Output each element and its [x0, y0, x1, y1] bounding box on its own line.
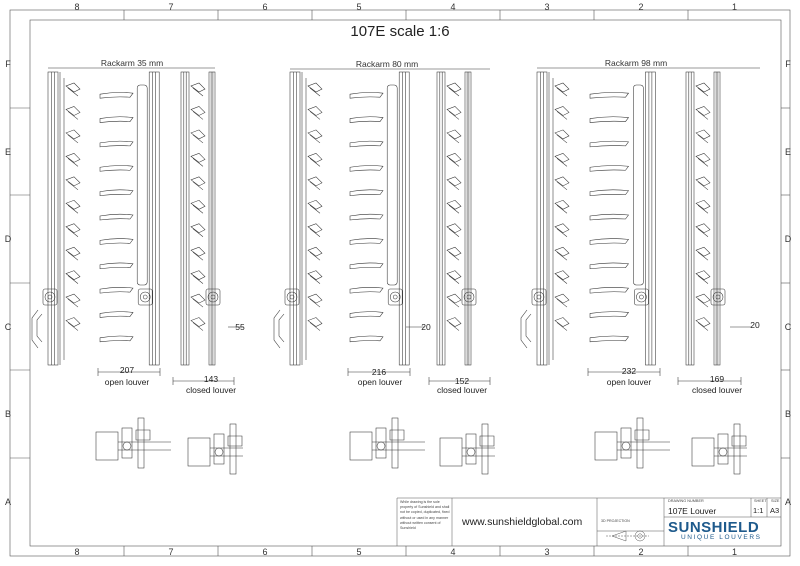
drawing-number: 107E Louver [668, 506, 717, 516]
zone-row-label: C [4, 321, 12, 332]
closed-louver-label: closed louver [436, 385, 488, 395]
louver-view [31, 67, 244, 475]
brand-logo: SUNSHIELD [668, 519, 760, 536]
zone-column-label: 6 [262, 547, 268, 557]
zone-column-label: 4 [450, 547, 456, 557]
rackarm-label: Rackarm 98 mm [604, 58, 668, 68]
zone-row-label: F [785, 59, 791, 69]
closed-louver-label: closed louver [185, 385, 237, 395]
zone-row-label: D [784, 234, 792, 244]
zone-column-label: 7 [168, 547, 174, 557]
open-dimension: 232 [621, 366, 637, 376]
title-block-lines [396, 497, 781, 546]
zone-column-label: 5 [356, 2, 362, 12]
offset-dimension: 55 [235, 322, 245, 332]
size-label: SIZE [771, 499, 780, 503]
zone-row-label: B [4, 409, 11, 419]
drawing-number-label: DRAWING NUMBER [668, 499, 704, 503]
zone-row-label: B [784, 409, 791, 419]
zone-row-label: F [5, 59, 11, 69]
zone-column-label: 8 [74, 547, 80, 557]
scale-value: 1:1 [753, 506, 764, 515]
rackarm-label: Rackarm 35 mm [100, 58, 164, 68]
zone-column-label: 4 [450, 2, 456, 12]
zone-column-label: 6 [262, 2, 268, 12]
zone-row-label: D [4, 234, 12, 244]
closed-louver-label: closed louver [691, 385, 743, 395]
open-dimension: 207 [119, 365, 135, 375]
projection-symbol [606, 530, 649, 542]
zone-row-label: C [784, 321, 792, 332]
drawing-frame [9, 9, 791, 557]
zone-column-label: 8 [74, 2, 80, 12]
sheet-label: SHEET [754, 499, 767, 503]
closed-dimension: 143 [203, 374, 219, 384]
zone-column-label: 1 [731, 547, 737, 557]
offset-dimension: 20 [421, 322, 431, 332]
louver-view [273, 68, 495, 475]
paper-size: A3 [770, 506, 780, 515]
open-dimension: 216 [371, 367, 387, 377]
zone-row-label: E [4, 146, 11, 157]
projection-label: 3D PROJECTION [601, 519, 630, 523]
website-url: www.sunshieldglobal.com [462, 516, 583, 528]
zone-column-label: 5 [356, 547, 362, 557]
copyright-notice: While drawing is the sole property of Su… [400, 500, 450, 531]
zone-column-label: 3 [544, 2, 550, 12]
closed-dimension: 169 [709, 374, 725, 384]
zone-column-label: 3 [544, 547, 550, 557]
zone-column-label: 7 [168, 2, 174, 12]
louver-views [31, 67, 760, 475]
zone-column-label: 2 [638, 547, 644, 557]
drawing-title: 107E scale 1:6 [350, 23, 450, 40]
offset-dimension: 20 [750, 320, 760, 330]
zone-row-label: A [4, 497, 11, 507]
open-louver-label: open louver [104, 377, 150, 387]
zone-row-label: E [784, 146, 791, 157]
closed-dimension: 152 [454, 376, 470, 386]
brand-tagline: UNIQUE LOUVERS [681, 534, 762, 541]
rackarm-label: Rackarm 80 mm [355, 59, 419, 69]
open-louver-label: open louver [357, 377, 403, 387]
zone-column-label: 2 [638, 2, 644, 12]
louver-view [520, 67, 760, 475]
zone-column-label: 1 [731, 2, 737, 12]
zone-row-label: A [784, 497, 791, 507]
open-louver-label: open louver [606, 377, 652, 387]
